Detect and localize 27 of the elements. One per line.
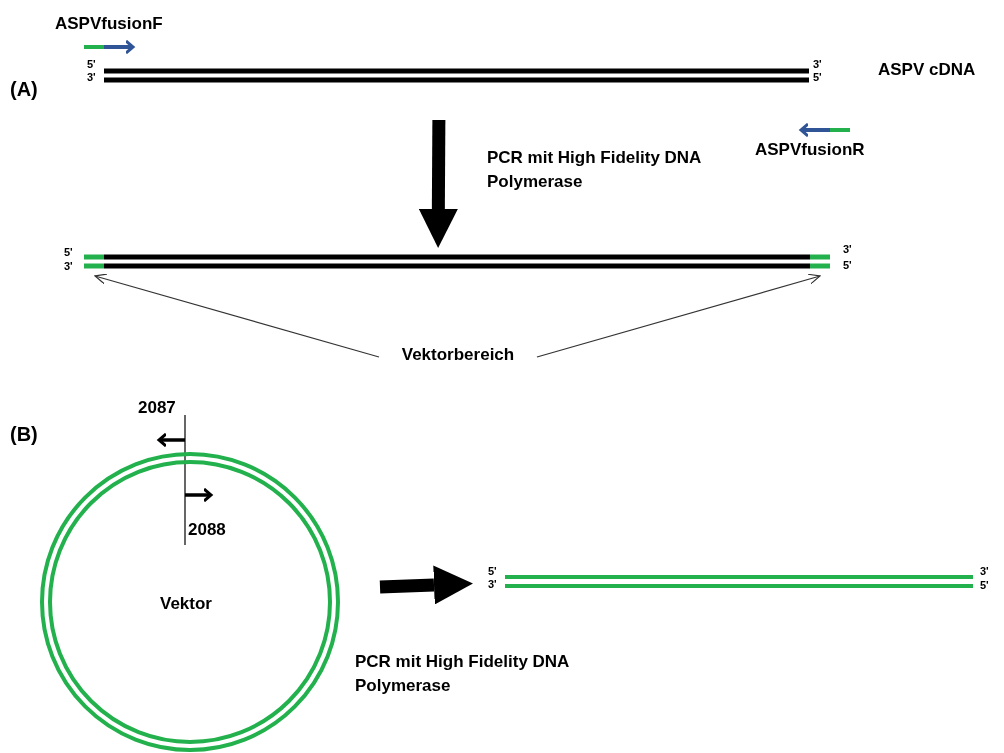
panel-label: (A) — [10, 78, 38, 101]
panel-label: (B) — [10, 423, 38, 446]
leader-line — [536, 273, 821, 358]
region-label: Vektorbereich — [383, 345, 533, 369]
strand-end-label: 3' — [64, 260, 73, 272]
strand-end-label: 5' — [64, 246, 73, 258]
strand-end-label: 3' — [843, 243, 852, 255]
strand-end-label: 5' — [843, 259, 852, 271]
process-arrow — [379, 565, 473, 605]
strand-end-label: 3' — [87, 71, 96, 83]
sample-name: ASPV cDNA — [878, 60, 976, 80]
primer-name: ASPVfusionR — [755, 140, 865, 160]
process-arrow — [418, 119, 458, 248]
position-number: 2088 — [188, 520, 226, 540]
strand-end-label: 3' — [980, 565, 989, 577]
primer-name: ASPVfusionF — [55, 14, 163, 34]
edge-label: PCR mit High Fidelity DNA Polymerase — [355, 651, 570, 697]
strand-end-label: 3' — [488, 578, 497, 590]
edge-label: PCR mit High Fidelity DNA Polymerase — [487, 147, 702, 193]
strand-end-label: 5' — [980, 579, 989, 591]
vector-name: Vektor — [160, 594, 212, 614]
leader-line — [94, 273, 380, 358]
position-number: 2087 — [138, 398, 176, 418]
strand-end-label: 5' — [813, 71, 822, 83]
strand-end-label: 5' — [87, 58, 96, 70]
strand-end-label: 5' — [488, 565, 497, 577]
strand-end-label: 3' — [813, 58, 822, 70]
